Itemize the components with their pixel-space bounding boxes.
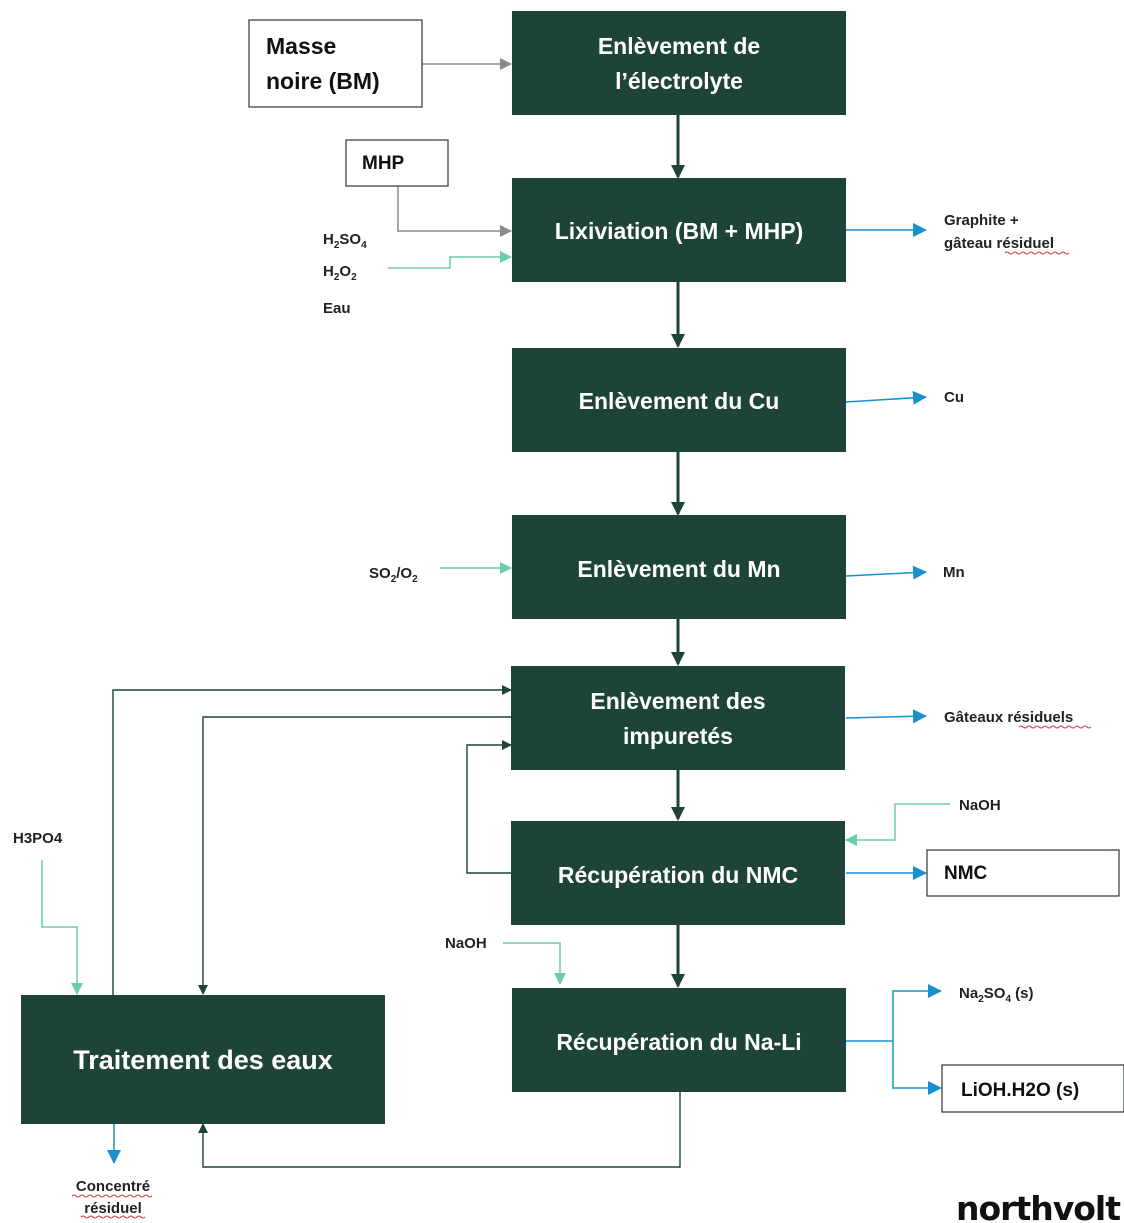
- arrow-cakes-out: [845, 709, 927, 724]
- reagent-h2so4: H2SO4: [323, 231, 367, 251]
- step-cu-removal: Enlèvement du Cu: [512, 348, 846, 452]
- northvolt-logo: northvolt: [956, 1189, 1121, 1223]
- output-mn: Mn: [943, 564, 965, 581]
- output-lioh-label: LiOH.H2O (s): [961, 1080, 1079, 1101]
- reagent-naoh-nali: NaOH: [445, 935, 487, 952]
- arrow-lioh-out: [892, 1041, 942, 1095]
- arrow-na2so4-out: [846, 984, 942, 1042]
- arrow-nmc-loop-back: [466, 740, 512, 874]
- spellcheck-underline: [71, 1194, 153, 1198]
- spellcheck-underline: [80, 1215, 146, 1219]
- arrow-naoh-nmc: [845, 803, 950, 846]
- arrow-naoh-nali: [503, 942, 566, 985]
- step-leaching-label: Lixiviation (BM + MHP): [555, 218, 804, 244]
- output-concentrate-line2: résiduel: [84, 1200, 142, 1217]
- step-impurities-line2: impuretés: [623, 723, 733, 749]
- arrow-h3po4-feed: [41, 860, 83, 995]
- arrow-mn-out: [845, 565, 927, 580]
- step-impurities-line1: Enlèvement des: [590, 688, 765, 714]
- arrow-water-to-impurities: [112, 685, 512, 995]
- input-bm-line1: Masse: [266, 33, 336, 59]
- arrow-leach-reagents: [388, 251, 512, 269]
- feed-arrows: [397, 58, 512, 237]
- output-graphite-line2: gâteau résiduel: [944, 235, 1054, 252]
- output-cu: Cu: [944, 389, 964, 406]
- spellcheck-underline: [1018, 725, 1092, 729]
- output-lioh: LiOH.H2O (s): [941, 1064, 1124, 1113]
- step-electrolyte-line2: l’électrolyte: [615, 68, 743, 94]
- step-nali-label: Récupération du Na-Li: [556, 1029, 801, 1055]
- step-mn-removal: Enlèvement du Mn: [512, 515, 846, 619]
- reagent-h2o2: H2O2: [323, 263, 357, 283]
- step-electrolyte-line1: Enlèvement de: [598, 33, 760, 59]
- spellcheck-underline: [1004, 251, 1070, 255]
- output-nmc: NMC: [926, 849, 1120, 897]
- reagent-so2o2: SO2/O2: [369, 565, 418, 585]
- input-black-mass: Masse noire (BM): [248, 19, 423, 108]
- reagent-h3po4: H3PO4: [13, 830, 63, 847]
- arrow-cu-out: [845, 390, 927, 405]
- step-nali-recovery: Récupération du Na-Li: [512, 988, 846, 1092]
- step-leaching: Lixiviation (BM + MHP): [512, 178, 846, 282]
- step-impurities-removal: Enlèvement des impuretés: [511, 666, 845, 770]
- step-electrolyte-removal: Enlèvement de l’électrolyte: [512, 11, 846, 115]
- output-graphite-line1: Graphite +: [944, 212, 1019, 229]
- input-mhp-label: MHP: [362, 153, 405, 174]
- output-cakes: Gâteaux résiduels: [944, 709, 1073, 726]
- step-nmc-recovery: Récupération du NMC: [511, 821, 845, 925]
- reagent-naoh-nmc: NaOH: [959, 797, 1001, 814]
- arrow-nali-to-water: [198, 1092, 681, 1168]
- output-na2so4: Na2SO4 (s): [959, 985, 1034, 1005]
- input-bm-line2: noire (BM): [266, 68, 380, 94]
- arrow-mhp-feed: [397, 186, 512, 237]
- reagent-water: Eau: [323, 300, 351, 317]
- step-water-label: Traitement des eaux: [73, 1045, 333, 1075]
- step-water-treatment: Traitement des eaux: [21, 995, 385, 1124]
- output-concentrate-line1: Concentré: [76, 1178, 150, 1195]
- input-mhp: MHP: [345, 139, 449, 187]
- step-mn-label: Enlèvement du Mn: [577, 556, 780, 582]
- reagent-arrows: [41, 251, 950, 995]
- step-nmc-label: Récupération du NMC: [558, 862, 798, 888]
- product-arrows: [107, 223, 942, 1164]
- step-cu-label: Enlèvement du Cu: [579, 388, 780, 414]
- output-nmc-label: NMC: [944, 863, 988, 884]
- recycle-lines: [112, 685, 681, 1168]
- arrow-impurities-to-water: [198, 716, 511, 995]
